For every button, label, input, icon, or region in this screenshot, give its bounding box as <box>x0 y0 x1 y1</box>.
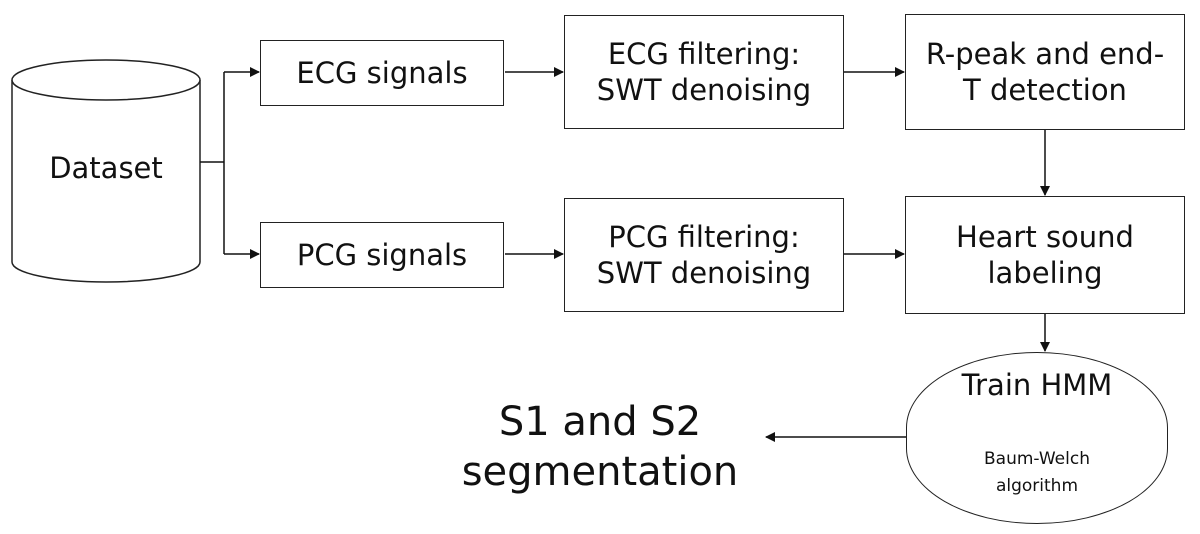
pcg-signals-box: PCG signals <box>260 222 504 288</box>
pcg-filtering-line2: SWT denoising <box>596 256 812 290</box>
heart-sound-labeling-box: Heart sound labeling <box>905 196 1185 314</box>
train-hmm-subtitle: Baum-Welch algorithm <box>906 446 1168 500</box>
dataset-label: Dataset <box>49 151 163 185</box>
ecg-signals-box: ECG signals <box>260 40 504 106</box>
pcg-filtering-line1: PCG filtering: <box>608 220 800 254</box>
dataset-cylinder <box>11 59 201 283</box>
output-line1: S1 and S2 <box>498 399 702 445</box>
dataset-branch-connector <box>200 72 225 254</box>
ecg-filtering-line2: SWT denoising <box>596 73 812 107</box>
rpeak-line2: T detection <box>963 73 1127 107</box>
heart-sound-line1: Heart sound <box>956 220 1134 254</box>
train-hmm-title: Train HMM <box>961 368 1113 402</box>
pcg-signals-label: PCG signals <box>296 238 468 272</box>
segmentation-output: S1 and S2 segmentation <box>440 397 760 497</box>
train-hmm-sub-line1: Baum-Welch <box>984 449 1090 469</box>
rpeak-detection-box: R-peak and end- T detection <box>905 14 1185 130</box>
train-hmm-oval <box>906 352 1168 524</box>
pcg-filtering-box: PCG filtering: SWT denoising <box>564 198 844 312</box>
ecg-filtering-box: ECG filtering: SWT denoising <box>564 15 844 129</box>
output-line2: segmentation <box>461 449 739 495</box>
train-hmm-sub-line2: algorithm <box>995 476 1079 496</box>
ecg-filtering-line1: ECG filtering: <box>607 37 801 71</box>
heart-sound-line2: labeling <box>987 256 1103 290</box>
ecg-signals-label: ECG signals <box>296 56 468 90</box>
rpeak-line1: R-peak and end- <box>925 37 1165 71</box>
